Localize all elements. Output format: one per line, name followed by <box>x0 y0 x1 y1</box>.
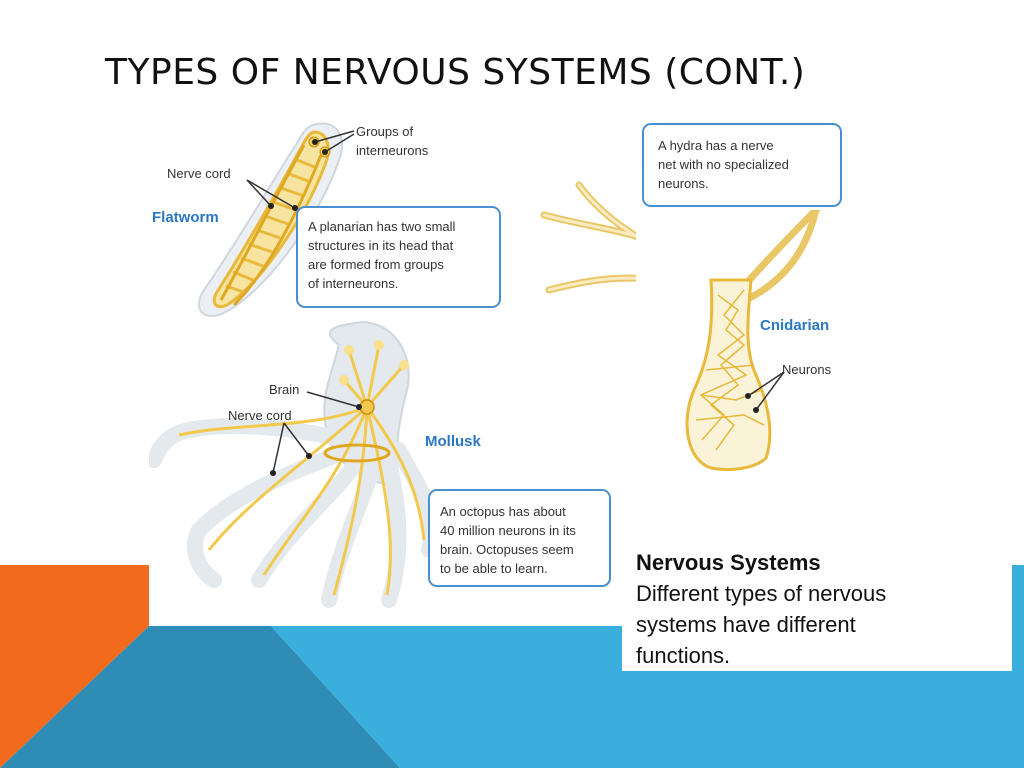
flatworm-panel: Groups of interneurons Nerve cord Flatwo… <box>152 122 501 317</box>
octopus-brain-label: Brain <box>269 382 299 397</box>
cnidarian-panel: Neurons Cnidarian <box>540 123 853 473</box>
cnidarian-name-label: Cnidarian <box>760 317 829 334</box>
flatworm-pointers <box>246 130 355 209</box>
flatworm-name: Flatworm <box>152 209 219 226</box>
hydra-callout-line-2: net with no specialized <box>658 157 789 172</box>
mollusk-callout-line-2: 40 million neurons in its <box>440 523 576 538</box>
hydra-callout-line-1: A hydra has a nerve <box>658 138 774 153</box>
caption-title: Nervous Systems <box>636 550 821 575</box>
caption-body: Different types of nervous systems have … <box>636 581 887 668</box>
flatworm-callout-line-2: structures in its head that <box>308 238 454 253</box>
nervous-systems-figure: Groups of interneurons Nerve cord Flatwo… <box>146 110 853 626</box>
flatworm-callout-line-4: of interneurons. <box>308 276 398 291</box>
caption-box: Nervous Systems Different types of nervo… <box>622 540 1012 671</box>
hydra-neuron-pointers <box>747 371 785 411</box>
mollusk-callout-line-1: An octopus has about <box>440 504 566 519</box>
flatworm-callout <box>296 206 501 308</box>
dark-blue-shape <box>0 625 400 768</box>
flatworm-interneurons-label: interneurons <box>356 143 429 158</box>
mollusk-name: Mollusk <box>425 433 481 450</box>
flatworm-callout-line-1: A planarian has two small <box>308 219 456 234</box>
octopus-brain <box>359 399 375 415</box>
neurons-label: Neurons <box>782 362 832 377</box>
octopus-pointers <box>272 391 360 474</box>
figure-illustration: Groups of interneurons Nerve cord Flatwo… <box>146 122 853 608</box>
flatworm-nerve-cord-label: Nerve cord <box>167 166 231 181</box>
mollusk-panel: Brain Nerve cord Mollusk An octopus has … <box>146 320 611 608</box>
octopus-nerve-cord-label: Nerve cord <box>228 408 292 423</box>
slide-title: TYPES OF NERVOUS SYSTEMS (CONT.) <box>105 52 806 93</box>
hydra-illustration: Cnidarian Neurons <box>685 210 832 472</box>
hydra-callout-overlay: A hydra has a nerve net with no speciali… <box>642 123 842 207</box>
mollusk-callout-line-4: to be able to learn. <box>440 561 548 576</box>
orange-shape <box>0 565 150 768</box>
hydra-callout-line-3: neurons. <box>658 176 709 191</box>
blue-shape <box>270 565 1024 768</box>
octopus-nerve-ring <box>323 443 391 463</box>
flatworm-nerve-cord-left <box>219 144 306 301</box>
flatworm-callout-line-3: are formed from groups <box>308 257 444 272</box>
flatworm-nerve-cord-right <box>232 154 323 307</box>
hydra-callout-box <box>642 123 842 207</box>
mollusk-callout-line-3: brain. Octopuses seem <box>440 542 574 557</box>
mollusk-callout <box>428 489 611 587</box>
octopus-nerve-cords <box>178 344 426 596</box>
flatworm-groups-label: Groups of <box>356 124 413 139</box>
